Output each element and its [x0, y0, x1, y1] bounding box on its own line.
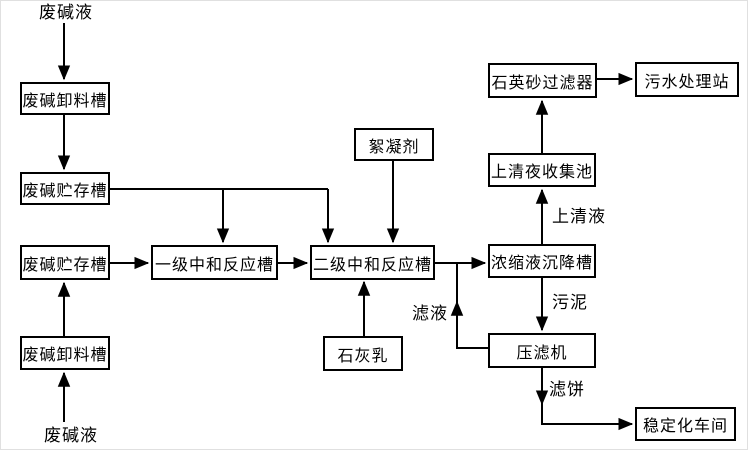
- node-sewage-treatment-station: 污水处理站: [635, 62, 739, 97]
- node-stage1-neutralization-tank: 一级中和反应槽: [151, 245, 278, 280]
- node-supernatant-collection-pool: 上清夜收集池: [488, 153, 596, 187]
- node-waste-alkali-storage-tank-top: 废碱贮存槽: [20, 172, 110, 205]
- node-waste-alkali-storage-tank-bottom: 废碱贮存槽: [20, 245, 110, 280]
- label-sludge-stream: 污泥: [552, 293, 588, 313]
- node-waste-alkali-unload-tank-bottom: 废碱卸料槽: [20, 336, 110, 370]
- node-concentrate-settling-tank: 浓缩液沉降槽: [488, 244, 596, 278]
- node-flocculant: 絮凝剂: [354, 128, 434, 161]
- node-stage2-neutralization-tank: 二级中和反应槽: [310, 245, 435, 280]
- node-stabilization-workshop: 稳定化车间: [635, 407, 736, 441]
- label-filter-cake-stream: 滤饼: [549, 380, 585, 400]
- node-quartz-sand-filter: 石英砂过滤器: [488, 63, 597, 98]
- label-filtrate-stream: 滤液: [412, 304, 448, 324]
- node-waste-alkali-unload-tank-top: 废碱卸料槽: [20, 82, 110, 115]
- label-supernatant-stream: 上清液: [552, 207, 606, 227]
- node-filter-press: 压滤机: [488, 333, 596, 368]
- label-waste-alkali-feed-bottom: 废碱液: [44, 426, 98, 446]
- node-lime-milk: 石灰乳: [323, 336, 403, 371]
- line-filtrate-recycle: [456, 263, 488, 349]
- label-waste-alkali-feed-top: 废碱液: [39, 3, 93, 23]
